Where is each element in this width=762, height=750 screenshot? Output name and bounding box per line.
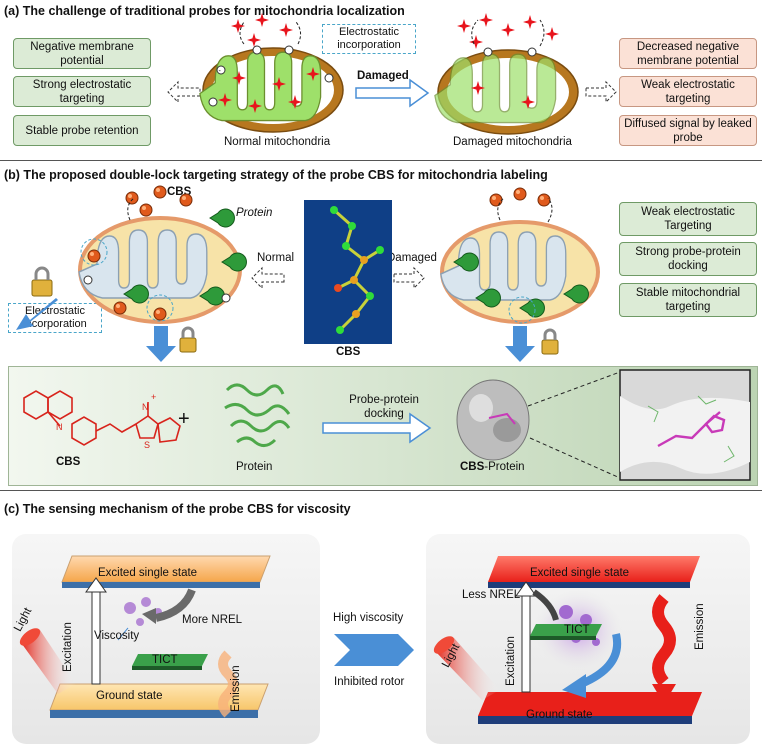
section-a-illustration: -: [167, 13, 617, 135]
svg-text:S: S: [144, 440, 150, 450]
box-weak-electrostatic: Weak electrostatic targeting: [619, 76, 757, 107]
box-probe-protein-docking: Strong probe-protein docking: [619, 242, 757, 276]
section-b-title: (b) The proposed double-lock targeting s…: [4, 168, 548, 182]
protein-caption: Protein: [236, 461, 273, 473]
right-emission-label: Emission: [694, 603, 706, 650]
chevron-arrow-icon: [334, 634, 414, 666]
section-c-title: (c) The sensing mechanism of the probe C…: [4, 502, 351, 516]
svg-text:N: N: [56, 422, 63, 432]
left-emission-label: Emission: [230, 665, 242, 712]
left-excitation-label: Excitation: [62, 622, 74, 672]
damaged-mito-caption: Damaged mitochondria: [453, 136, 572, 148]
damaged-arrow-label: Damaged: [357, 70, 409, 82]
box-decreased-potential: Decreased negative membrane potential: [619, 38, 757, 69]
normal-label: Normal: [257, 252, 295, 264]
left-energy-diagram: [19, 555, 271, 718]
normal-mito-caption: Normal mitochondria: [224, 136, 331, 148]
section-b-illustration: [16, 185, 600, 362]
right-excited-label: Excited single state: [530, 567, 630, 579]
docking-illustration: N + S N: [23, 369, 751, 481]
box-negative-potential: Negative membrane potential: [13, 38, 151, 69]
cbs-protein-caption: CBS-Protein: [460, 461, 525, 473]
left-nrel-label: More NREL: [182, 614, 243, 626]
right-ground-label: Ground state: [526, 709, 593, 721]
right-tict-label: TICT: [564, 624, 590, 636]
docking-label: Probe-protein docking: [349, 394, 419, 420]
box-diffused-signal: Diffused signal by leaked probe: [619, 115, 757, 146]
cbs-molecule-label: CBS: [56, 456, 81, 468]
plus-sign: +: [178, 408, 190, 430]
box-electrostatic-incorporation-a: Electrostatic incorporation: [322, 24, 416, 54]
right-energy-diagram: [433, 556, 702, 724]
svg-text:+: +: [151, 392, 156, 402]
svg-text:-: -: [219, 68, 222, 75]
box-stable-retention: Stable probe retention: [13, 115, 151, 146]
cbs-protein-bold: CBS: [460, 461, 485, 473]
damaged-label-b: Damaged: [387, 252, 437, 264]
box-stable-targeting: Stable mitochondrial targeting: [619, 283, 757, 317]
cbs-center-label: CBS: [336, 346, 361, 358]
left-tict-label: TICT: [152, 654, 178, 666]
divider-a-b: [0, 160, 762, 161]
box-strong-electrostatic: Strong electrostatic targeting: [13, 76, 151, 107]
box-weak-targeting: Weak electrostatic Targeting: [619, 202, 757, 236]
high-viscosity-label: High viscosity: [333, 612, 404, 624]
inhibited-rotor-label: Inhibited rotor: [334, 676, 405, 688]
divider-b-c: [0, 490, 762, 491]
left-ground-label: Ground state: [96, 690, 163, 702]
section-a-title: (a) The challenge of traditional probes …: [4, 4, 405, 18]
right-nrel-label: Less NREL: [462, 589, 521, 601]
protein-label: Protein: [236, 207, 273, 219]
left-viscosity-label: Viscosity: [94, 630, 140, 642]
svg-text:N: N: [142, 402, 149, 412]
left-excited-label: Excited single state: [98, 567, 198, 579]
cbs-protein-rest: -Protein: [484, 461, 525, 473]
right-excitation-label: Excitation: [505, 636, 517, 686]
